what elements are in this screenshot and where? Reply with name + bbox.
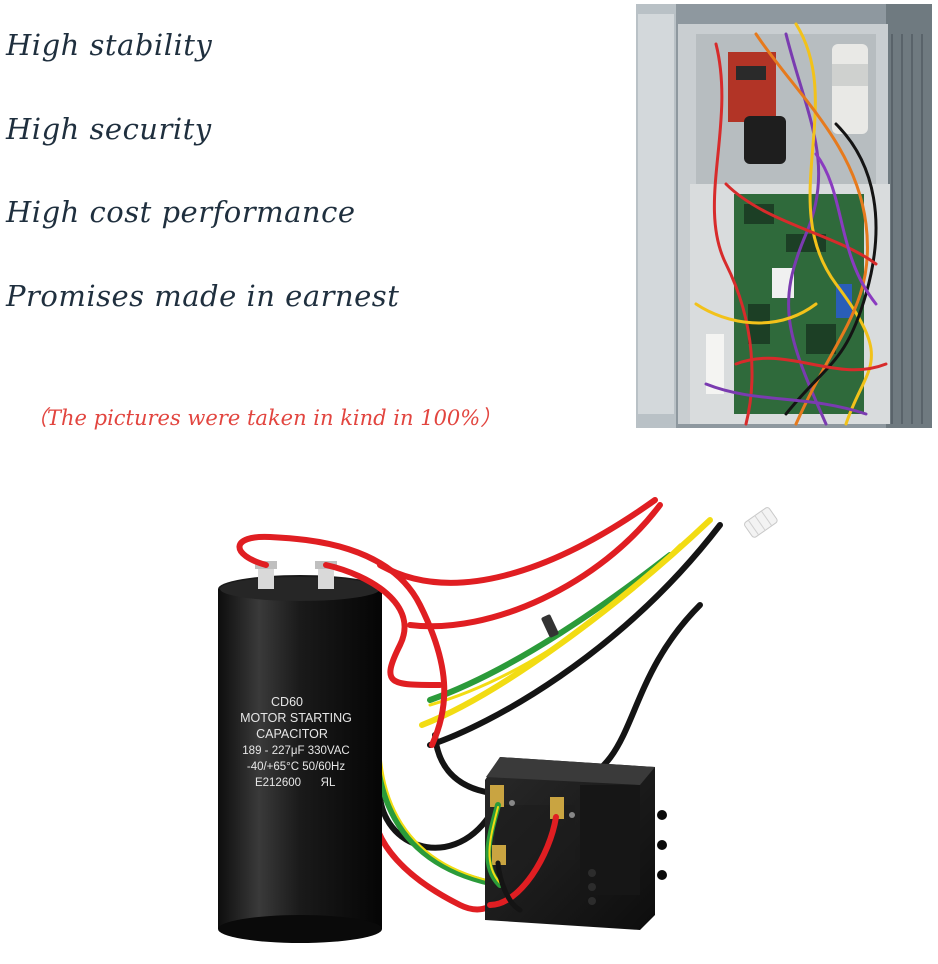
capacitor-label-type: MOTOR STARTING (240, 711, 352, 725)
ul-mark-icon: ЯL (321, 777, 336, 789)
feature-cost-performance: High cost performance (6, 195, 356, 229)
capacitor-label-rating: 189 - 227μF 330VAC (242, 745, 349, 757)
photo-note: （The pictures were taken in kind in 100%… (26, 406, 502, 430)
hard-start-kit-photo: CD60 MOTOR STARTING CAPACITOR 189 - 227μ… (200, 485, 800, 960)
capacitor-label-code: E212600 (255, 777, 301, 789)
ac-unit-photo (636, 4, 932, 428)
feature-high-stability: High stability (6, 28, 213, 62)
feature-promises: Promises made in earnest (6, 279, 400, 313)
capacitor-label-temp: -40/+65°C 50/60Hz (247, 761, 346, 773)
capacitor-label-kind: CAPACITOR (256, 727, 328, 741)
capacitor-label-model: CD60 (271, 695, 303, 709)
feature-high-security: High security (6, 112, 212, 146)
